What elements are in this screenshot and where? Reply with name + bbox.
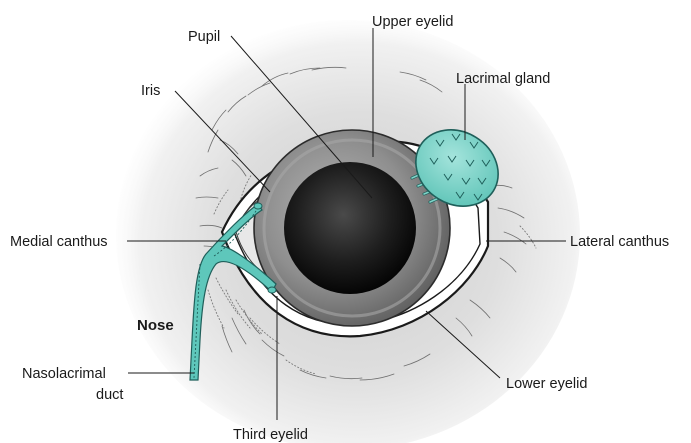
label-nose: Nose [137,317,174,334]
label-third-eyelid: Third eyelid [233,427,308,443]
label-nasolacrimal-duct-line1: Nasolacrimal [22,366,106,382]
label-medial-canthus: Medial canthus [10,234,108,250]
pupil-shape [284,162,416,294]
label-nasolacrimal-duct-line2: duct [96,387,123,403]
label-lower-eyelid: Lower eyelid [506,376,587,392]
label-lacrimal-gland: Lacrimal gland [456,71,550,87]
label-upper-eyelid: Upper eyelid [372,14,453,30]
label-lateral-canthus: Lateral canthus [570,234,669,250]
label-iris: Iris [141,83,160,99]
label-pupil: Pupil [188,29,220,45]
